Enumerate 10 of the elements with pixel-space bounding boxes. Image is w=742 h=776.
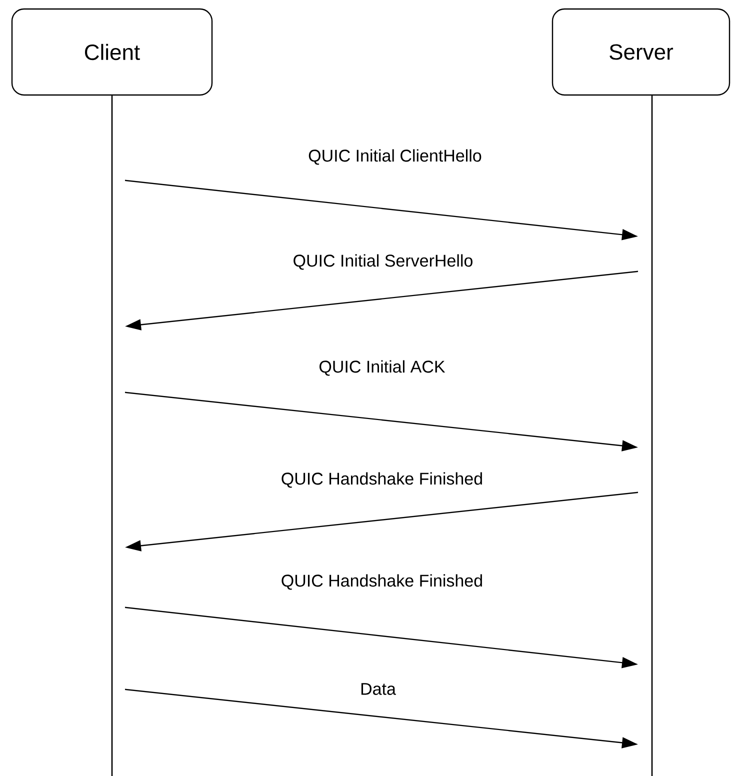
participant-box: Server <box>552 8 730 96</box>
edge-label: QUIC Initial ClientHello <box>307 148 483 166</box>
edge-label: Data <box>359 682 397 696</box>
edge-label: QUIC Initial ACK <box>318 359 446 377</box>
lifeline <box>111 94 113 776</box>
edge-label: QUIC Handshake Finished <box>280 471 484 489</box>
edge-label: QUIC Initial ServerHello <box>292 253 474 271</box>
edge-label: QUIC Handshake Finished <box>280 573 484 591</box>
participant-box: Client <box>11 8 213 96</box>
lifeline <box>651 94 653 776</box>
